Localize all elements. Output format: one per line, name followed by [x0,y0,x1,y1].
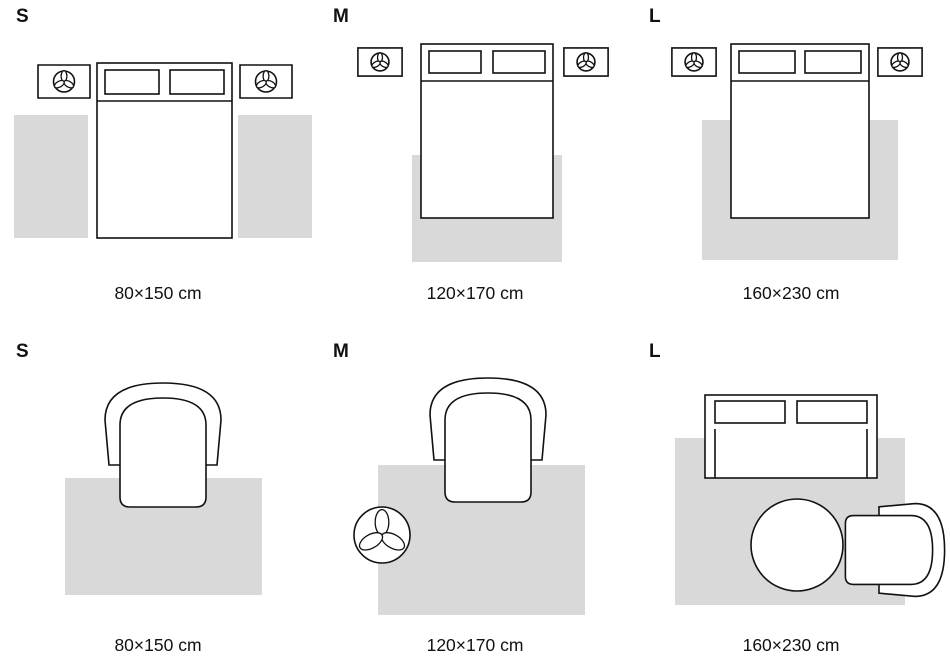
bedroom-l-diagram [633,43,949,260]
size-label-m: M [333,6,349,27]
panel-living-l: L 160×230 cm [633,335,949,670]
pillow-right [169,69,225,95]
size-label-s: S [16,6,29,27]
nightstand-left-icon [38,65,90,98]
runner-rug-right [238,115,312,238]
panel-living-m: M 120×170 cm [317,335,633,670]
bedroom-s-diagram [14,62,312,239]
size-label-s: S [16,341,29,362]
sofa-cushion-left [714,400,786,424]
nightstand-right-icon [240,65,292,98]
nightstand-right-icon [564,48,608,76]
armchair-icon [844,502,946,598]
nightstand-left-icon [672,48,716,76]
bedroom-m-diagram [317,43,633,262]
size-caption: 160×230 cm [742,283,840,303]
sofa-cushion-right [796,400,868,424]
armchair-icon [104,382,222,508]
panel-bedroom-l: L 160×230 cm [633,0,949,315]
nightstand-left-icon [358,48,402,76]
bed [420,43,554,219]
size-caption: 80×150 cm [114,635,202,655]
pillow-right [492,50,546,74]
bed [730,43,870,219]
pillow-left [738,50,796,74]
nightstand-right-icon [878,48,922,76]
plant-icon [354,507,410,563]
pillow-left [104,69,160,95]
size-caption: 80×150 cm [114,283,202,303]
panel-bedroom-m: M 120×170 cm [317,0,633,315]
runner-rug-left [14,115,88,238]
size-caption: 160×230 cm [742,635,840,655]
pillow-left [428,50,482,74]
sofa [704,394,878,479]
size-label-l: L [649,6,661,27]
coffee-table-icon [750,498,844,592]
bed [96,62,233,239]
living-s-diagram [65,382,262,595]
size-caption: 120×170 cm [426,635,524,655]
size-caption: 120×170 cm [426,283,524,303]
panel-bedroom-s: S 80×150 cm [0,0,316,315]
living-l-diagram [675,394,946,605]
living-m-diagram [317,377,585,615]
armchair-icon [429,377,547,503]
panel-living-s: S 80×150 cm [0,335,316,670]
size-label-l: L [649,341,661,362]
pillow-right [804,50,862,74]
size-label-m: M [333,341,349,362]
